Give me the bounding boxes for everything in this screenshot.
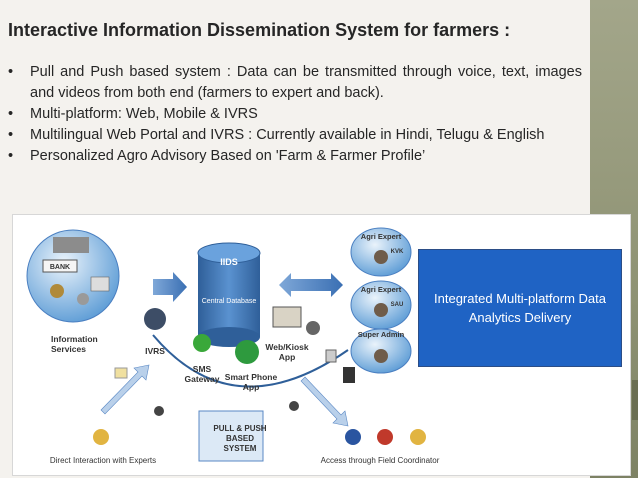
image-icon	[325, 349, 337, 363]
ivrs-phone-icon	[144, 308, 166, 330]
iids-label: IIDS	[220, 257, 238, 267]
newspaper-icon	[90, 276, 110, 292]
video-icon	[343, 367, 355, 383]
farmer-icon	[93, 429, 109, 445]
text-icon	[114, 367, 128, 379]
bird-icon	[154, 406, 164, 416]
bullet-icon: •	[8, 127, 14, 143]
emblem-icon	[50, 284, 64, 298]
arrow-database-experts	[279, 273, 343, 297]
arrow-direct-interaction	[100, 364, 150, 415]
slide-title: Interactive Information Dissemination Sy…	[8, 20, 511, 40]
sau-label: SAU	[390, 302, 404, 308]
super-admin-label: Super Admin	[357, 330, 405, 339]
bullet-text: Pull and Push based system : Data can be…	[30, 64, 582, 101]
pull-push-scroll	[198, 410, 264, 462]
bullet-icon: •	[8, 106, 14, 122]
coordinator-icon	[345, 429, 361, 445]
arrow-field-coordinator	[300, 376, 349, 427]
farmer-icon	[377, 429, 393, 445]
smartphone-app-label: Smart Phone App	[224, 372, 278, 392]
bullet-item: • Pull and Push based system : Data can …	[8, 62, 582, 104]
bullet-item: • Personalized Agro Advisory Based on 'F…	[8, 146, 582, 167]
bullet-item: • Multi-platform: Web, Mobile & IVRS	[8, 104, 582, 125]
bullet-text: Multi-platform: Web, Mobile & IVRS	[30, 106, 258, 122]
info-services-label: Information Services	[51, 334, 98, 354]
building-icon	[53, 237, 89, 253]
webkiosk-app-label: Web/Kiosk App	[265, 342, 309, 362]
agri-expert-sau-label: Agri Expert	[360, 285, 402, 294]
admin-avatar-icon	[374, 349, 388, 363]
farmer-icon	[410, 429, 426, 445]
laptop-icon	[306, 321, 320, 335]
smartphone-app-icon	[235, 340, 259, 364]
field-coordinator-label: Access through Field Coordinator	[320, 456, 440, 465]
satellite-icon	[77, 293, 89, 305]
bullet-icon: •	[8, 64, 14, 80]
diagram-graphics: BANK	[26, 227, 426, 462]
bullet-item: • Multilingual Web Portal and IVRS : Cur…	[8, 125, 582, 146]
bullet-text: Multilingual Web Portal and IVRS : Curre…	[30, 127, 545, 143]
expert-avatar-icon	[374, 250, 388, 264]
direct-interaction-label: Direct Interaction with Experts	[49, 456, 157, 465]
bullet-icon: •	[8, 148, 14, 164]
sms-icon	[193, 334, 211, 352]
bird-icon	[289, 401, 299, 411]
bank-sign: BANK	[50, 264, 70, 271]
expert-avatar-icon	[374, 303, 388, 317]
pull-push-label: PULL & PUSH BASED SYSTEM	[213, 424, 267, 453]
agri-expert-kvk-label: Agri Expert	[360, 232, 402, 241]
kvk-label: KVK	[390, 249, 404, 255]
distribution-arc	[152, 334, 349, 388]
central-database-cylinder	[197, 242, 261, 347]
bullet-text: Personalized Agro Advisory Based on 'Far…	[30, 148, 426, 164]
arrow-to-database	[153, 272, 187, 302]
analytics-callout-box: Integrated Multi-platform Data Analytics…	[418, 249, 622, 367]
central-database-label: Central Database	[201, 298, 257, 305]
sms-gateway-label: SMS Gateway	[184, 364, 220, 384]
web-kiosk-icon	[272, 306, 302, 328]
info-services-circle	[26, 229, 120, 323]
bank-icon	[42, 259, 78, 273]
ivrs-label: IVRS	[145, 346, 165, 356]
sidebar-tab	[632, 380, 638, 420]
bullet-list: • Pull and Push based system : Data can …	[8, 62, 582, 167]
